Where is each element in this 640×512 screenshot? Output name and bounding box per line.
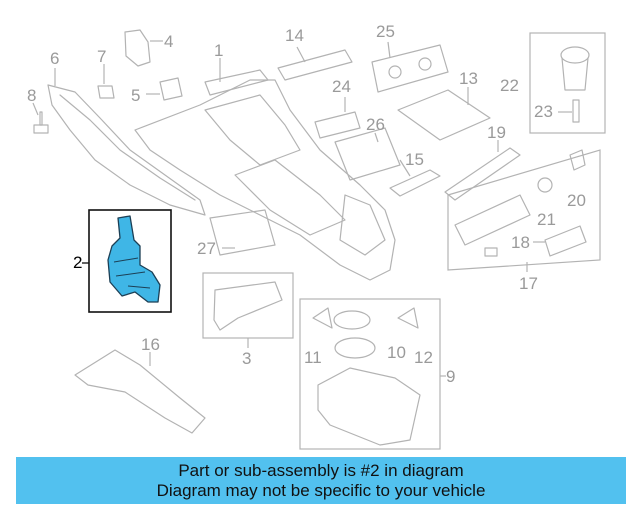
callout-3: 3 — [242, 349, 251, 368]
callout-20: 20 — [567, 191, 586, 210]
part-27-switch-block — [209, 209, 276, 256]
callout-13: 13 — [459, 69, 478, 88]
callout-22: 22 — [500, 76, 519, 95]
callout-16: 16 — [141, 335, 160, 354]
callout-11: 11 — [304, 348, 322, 367]
part-13-pad — [397, 87, 491, 141]
callout-4: 4 — [164, 32, 173, 51]
part-box-17 — [447, 149, 601, 272]
caption-line-2: Diagram may not be specific to your vehi… — [156, 481, 486, 500]
callout-10: 10 — [387, 343, 406, 362]
part-5-clip — [146, 77, 183, 101]
callout-2: 2 — [73, 253, 82, 272]
callout-27: 27 — [197, 239, 216, 258]
part-19-trim-strip — [444, 140, 521, 201]
part-7-clip — [97, 64, 115, 99]
part-26-switch-panel — [334, 127, 401, 181]
caption-line-1: Part or sub-assembly is #2 in diagram — [178, 461, 464, 480]
callout-5: 5 — [131, 86, 140, 105]
part-2-highlighted[interactable] — [82, 209, 172, 313]
callout-9: 9 — [446, 367, 455, 386]
part-25-control-unit — [371, 41, 449, 93]
callout-21: 21 — [537, 210, 556, 229]
callout-24: 24 — [332, 77, 351, 96]
caption-bar: Part or sub-assembly is #2 in diagram Di… — [16, 457, 626, 504]
callout-1: 1 — [214, 41, 223, 60]
callout-26: 26 — [366, 115, 385, 134]
part-14-panel — [277, 46, 353, 81]
callout-12: 12 — [414, 348, 433, 367]
parts-diagram: 1 2 3 4 5 6 7 8 9 10 11 12 13 14 15 16 1… — [27, 22, 606, 450]
callout-6: 6 — [50, 49, 59, 68]
part-15-strip — [389, 159, 441, 197]
part-box-3 — [202, 272, 294, 348]
callout-15: 15 — [405, 150, 424, 169]
callout-7: 7 — [97, 47, 106, 66]
callout-23: 23 — [534, 102, 553, 121]
part-24-switch — [314, 97, 361, 139]
part-6-side-trim — [47, 68, 206, 216]
callout-25: 25 — [376, 22, 395, 41]
callout-19: 19 — [487, 123, 506, 142]
callout-17: 17 — [519, 274, 538, 293]
part-8-screw — [32, 102, 49, 134]
part-1-center-console — [134, 58, 396, 281]
callout-8: 8 — [27, 86, 36, 105]
part-box-9 — [299, 298, 446, 450]
part-16-duct — [74, 349, 206, 434]
part-4-bracket — [124, 29, 163, 67]
part-box-22-23 — [529, 32, 606, 134]
callout-14: 14 — [285, 26, 304, 45]
callout-18: 18 — [511, 233, 530, 252]
